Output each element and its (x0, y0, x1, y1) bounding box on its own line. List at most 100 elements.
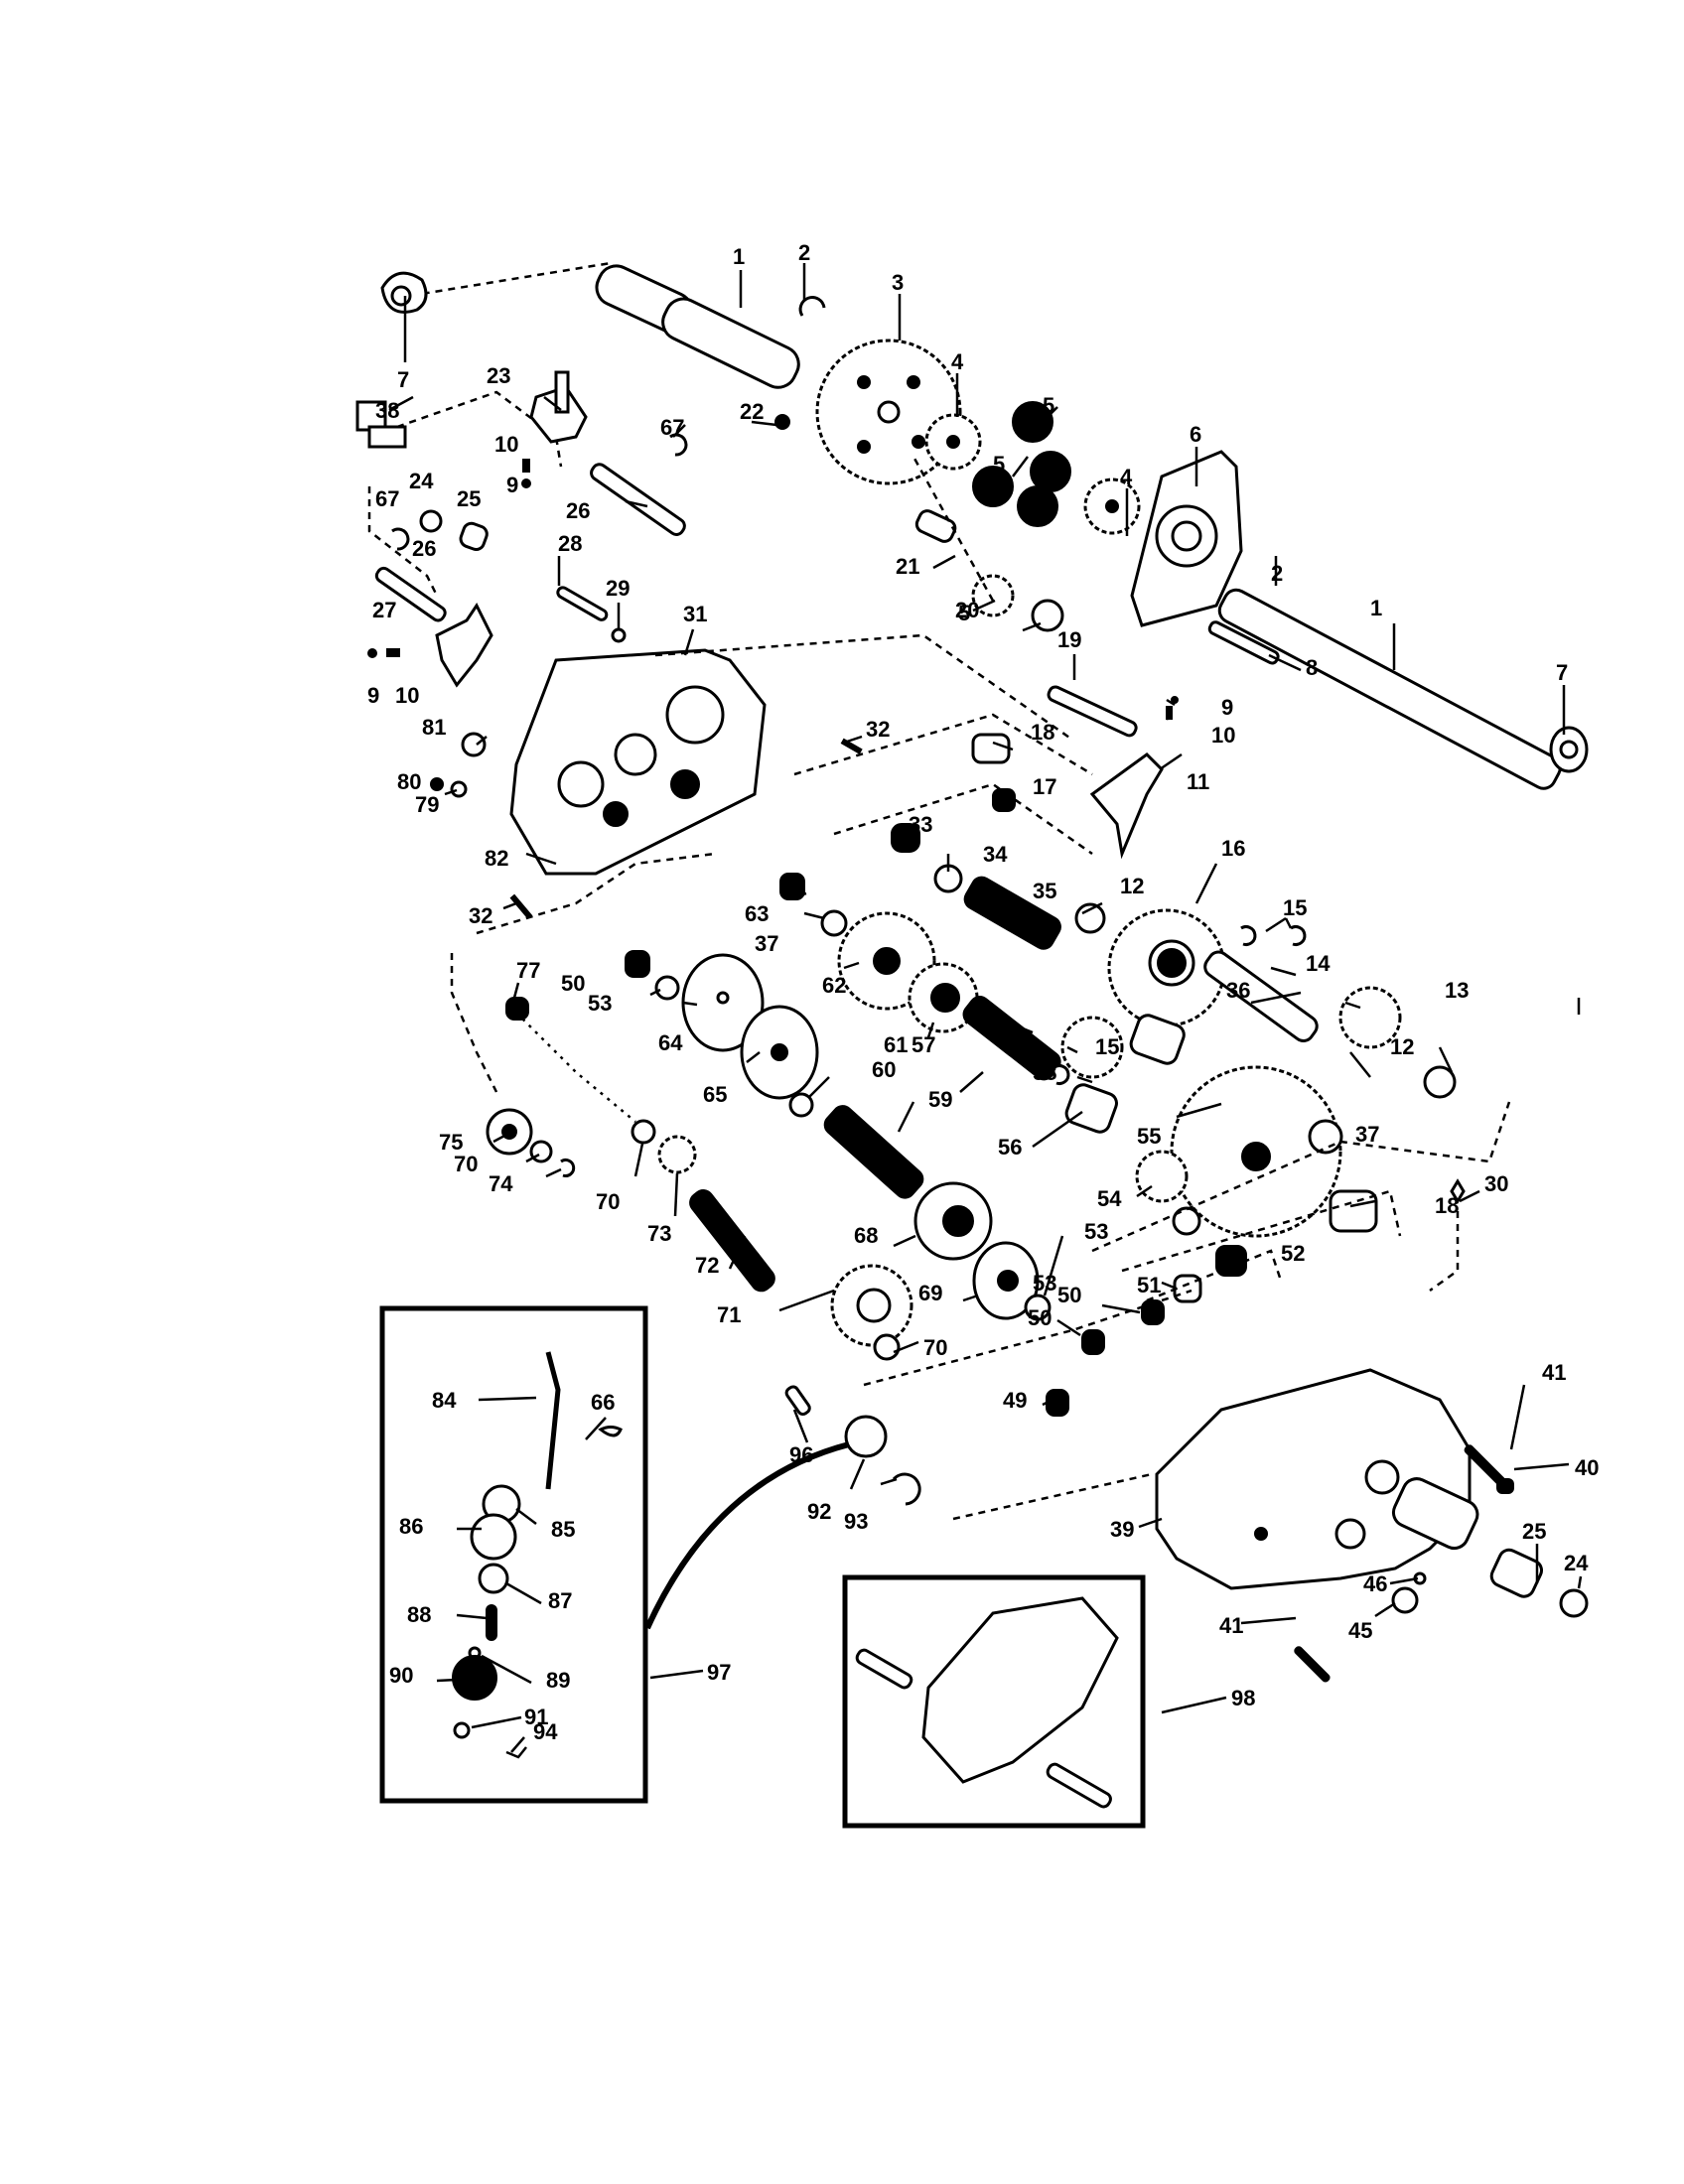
large-sprocket-3 (815, 339, 962, 485)
plug-80 (430, 777, 444, 791)
bolt-41b (1294, 1646, 1331, 1683)
callout-93: 93 (844, 1509, 868, 1534)
washer-37a (820, 909, 848, 937)
callout-37: 37 (1355, 1122, 1379, 1147)
gear-68 (913, 1181, 993, 1261)
callout-34: 34 (983, 842, 1008, 867)
shift-rod-19 (1047, 685, 1138, 738)
callout-66: 66 (591, 1390, 615, 1415)
cable-bracket-92 (844, 1415, 888, 1458)
bushing-50c (1141, 1299, 1165, 1325)
large-sprocket-55 (1170, 1065, 1342, 1238)
gear-13 (1338, 986, 1402, 1049)
callout-9: 9 (367, 683, 379, 708)
shift-fork-11 (1089, 752, 1164, 860)
bushing-25a (459, 521, 489, 552)
e-ring-74 (560, 1158, 576, 1177)
callout-98: 98 (1231, 1686, 1255, 1710)
washer-45 (1391, 1586, 1419, 1614)
sprocket-16 (1107, 908, 1226, 1027)
callout-89: 89 (546, 1668, 570, 1693)
pin-94 (505, 1746, 527, 1759)
washer-37b (1308, 1119, 1343, 1155)
differential-carrier-6 (1130, 450, 1243, 627)
callout-26: 26 (412, 536, 436, 561)
callout-79: 79 (415, 792, 439, 817)
ball-9a (521, 478, 531, 488)
callout-46: 46 (1363, 1571, 1387, 1596)
callout-4: 4 (1120, 465, 1133, 489)
insert-87 (478, 1563, 509, 1594)
spring-10b (386, 648, 400, 657)
callout-21: 21 (896, 554, 919, 579)
callout-86: 86 (399, 1514, 423, 1539)
callout-6: 6 (1190, 422, 1201, 447)
knob-90 (452, 1655, 497, 1701)
shaft-59 (823, 1105, 924, 1199)
axle-cap-left (380, 271, 428, 314)
ball-9b (367, 648, 377, 658)
callout-53: 53 (588, 991, 612, 1016)
shaft-14 (1203, 950, 1319, 1042)
spacer-21 (914, 509, 957, 543)
callout-37: 37 (755, 931, 778, 956)
callout-15: 15 (1095, 1034, 1119, 1059)
callout-16: 16 (1221, 836, 1245, 861)
callout-69: 69 (918, 1281, 942, 1305)
callout-32: 32 (469, 903, 492, 928)
washer-70b (631, 1119, 656, 1145)
callout-15: 15 (1283, 895, 1307, 920)
callout-18: 18 (1435, 1193, 1459, 1218)
axle-shaft-right (1217, 588, 1562, 790)
callout-74: 74 (489, 1171, 513, 1196)
callout-58: 58 (1033, 1060, 1056, 1085)
callout-12: 12 (1390, 1034, 1414, 1059)
callout-60: 60 (872, 1057, 896, 1082)
axle-cap-right (1549, 726, 1589, 773)
callout-24: 24 (1564, 1551, 1589, 1575)
callout-8: 8 (1306, 655, 1318, 680)
callout-56: 56 (998, 1135, 1022, 1160)
callout-38: 38 (375, 398, 399, 423)
e-ring-15c (1053, 1064, 1070, 1085)
callout-28: 28 (558, 531, 582, 556)
callout-80: 80 (397, 769, 421, 794)
callout-75: 75 (439, 1130, 463, 1155)
callout-17: 17 (1033, 774, 1056, 799)
e-ring-67b (391, 527, 410, 551)
callout-3: 3 (892, 270, 904, 295)
seal-24b (1559, 1588, 1589, 1618)
callout-7: 7 (397, 367, 409, 392)
washer-53b (654, 975, 680, 1001)
callout-9: 9 (506, 473, 518, 497)
callout-67: 67 (375, 486, 399, 511)
callout-10: 10 (494, 432, 518, 457)
shift-lever-23 (529, 370, 588, 444)
callout-5: 5 (958, 601, 970, 625)
callout-90: 90 (389, 1663, 413, 1688)
shaft-35 (963, 876, 1061, 950)
e-ring (798, 296, 826, 317)
spring-88 (486, 1604, 497, 1641)
callout-14: 14 (1306, 951, 1331, 976)
disc-65 (740, 1005, 819, 1100)
bushing-77 (505, 997, 529, 1021)
callout-94: 94 (533, 1719, 558, 1744)
shift-lever-84 (545, 1351, 561, 1490)
callout-35: 35 (1033, 879, 1056, 903)
washer-24a (419, 509, 443, 533)
washer-12b (1423, 1065, 1457, 1099)
callout-25: 25 (1522, 1519, 1546, 1544)
leader-lines (388, 263, 1583, 1753)
bushing-49 (1046, 1389, 1069, 1417)
callout-2: 2 (798, 240, 810, 265)
callout-71: 71 (717, 1302, 741, 1327)
e-ring-15b (1290, 925, 1307, 946)
assembled-transaxle (855, 1596, 1119, 1809)
bushing-63 (779, 873, 805, 900)
callout-33: 33 (909, 812, 932, 837)
knob-half-86 (470, 1513, 517, 1561)
shift-fork-27 (435, 603, 493, 688)
bushing-36 (1129, 1014, 1186, 1065)
